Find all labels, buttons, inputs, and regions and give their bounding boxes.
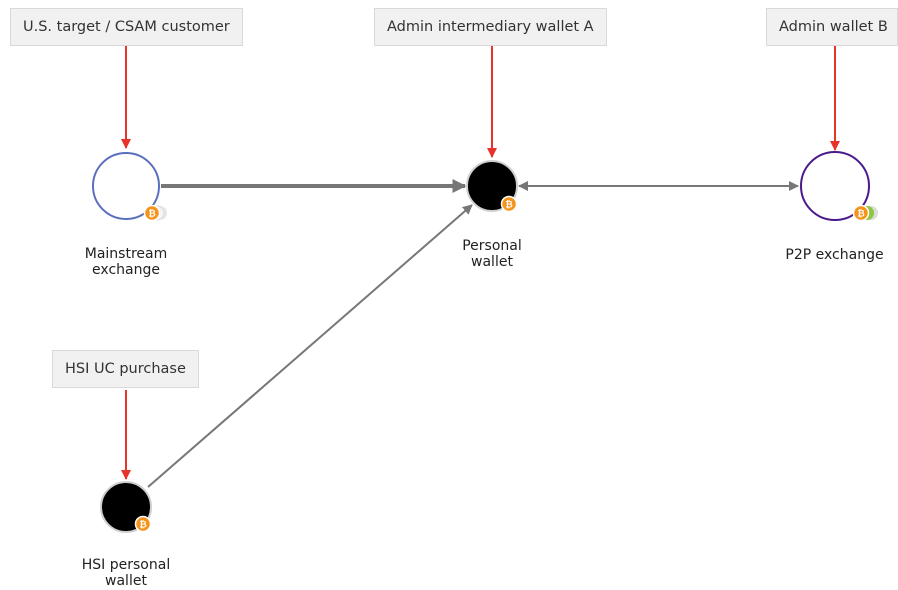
node-label-hsi-personal-wallet: HSI personal wallet — [81, 557, 171, 589]
svg-text:₿: ₿ — [139, 520, 146, 531]
annotation-us-target: U.S. target / CSAM customer — [10, 8, 243, 46]
node-mainstream-exchange[interactable]: ₿ — [92, 152, 167, 222]
node-personal-wallet[interactable]: ₿ — [466, 160, 518, 213]
bitcoin-badge-icon: ₿ — [500, 195, 518, 213]
annotation-hsi-uc-purchase: HSI UC purchase — [52, 350, 199, 388]
annotation-admin-intermediary-wallet-a: Admin intermediary wallet A — [374, 8, 607, 46]
node-p2p-exchange[interactable]: ₿ — [800, 151, 878, 222]
bitcoin-badge-icon: ₿ — [852, 204, 870, 222]
edge-hsi-to-personal — [147, 204, 473, 488]
annotation-admin-wallet-b: Admin wallet B — [766, 8, 898, 46]
svg-text:₿: ₿ — [505, 200, 512, 211]
node-label-mainstream-exchange: Mainstream exchange — [84, 246, 168, 278]
svg-text:₿: ₿ — [857, 209, 864, 220]
node-label-personal-wallet: Personal wallet — [462, 238, 522, 270]
node-hsi-personal-wallet[interactable]: ₿ — [100, 481, 152, 533]
bitcoin-badge-icon: ₿ — [143, 204, 161, 222]
svg-text:₿: ₿ — [148, 209, 155, 220]
node-label-p2p-exchange: P2P exchange — [785, 247, 884, 263]
bitcoin-badge-icon: ₿ — [134, 515, 152, 533]
